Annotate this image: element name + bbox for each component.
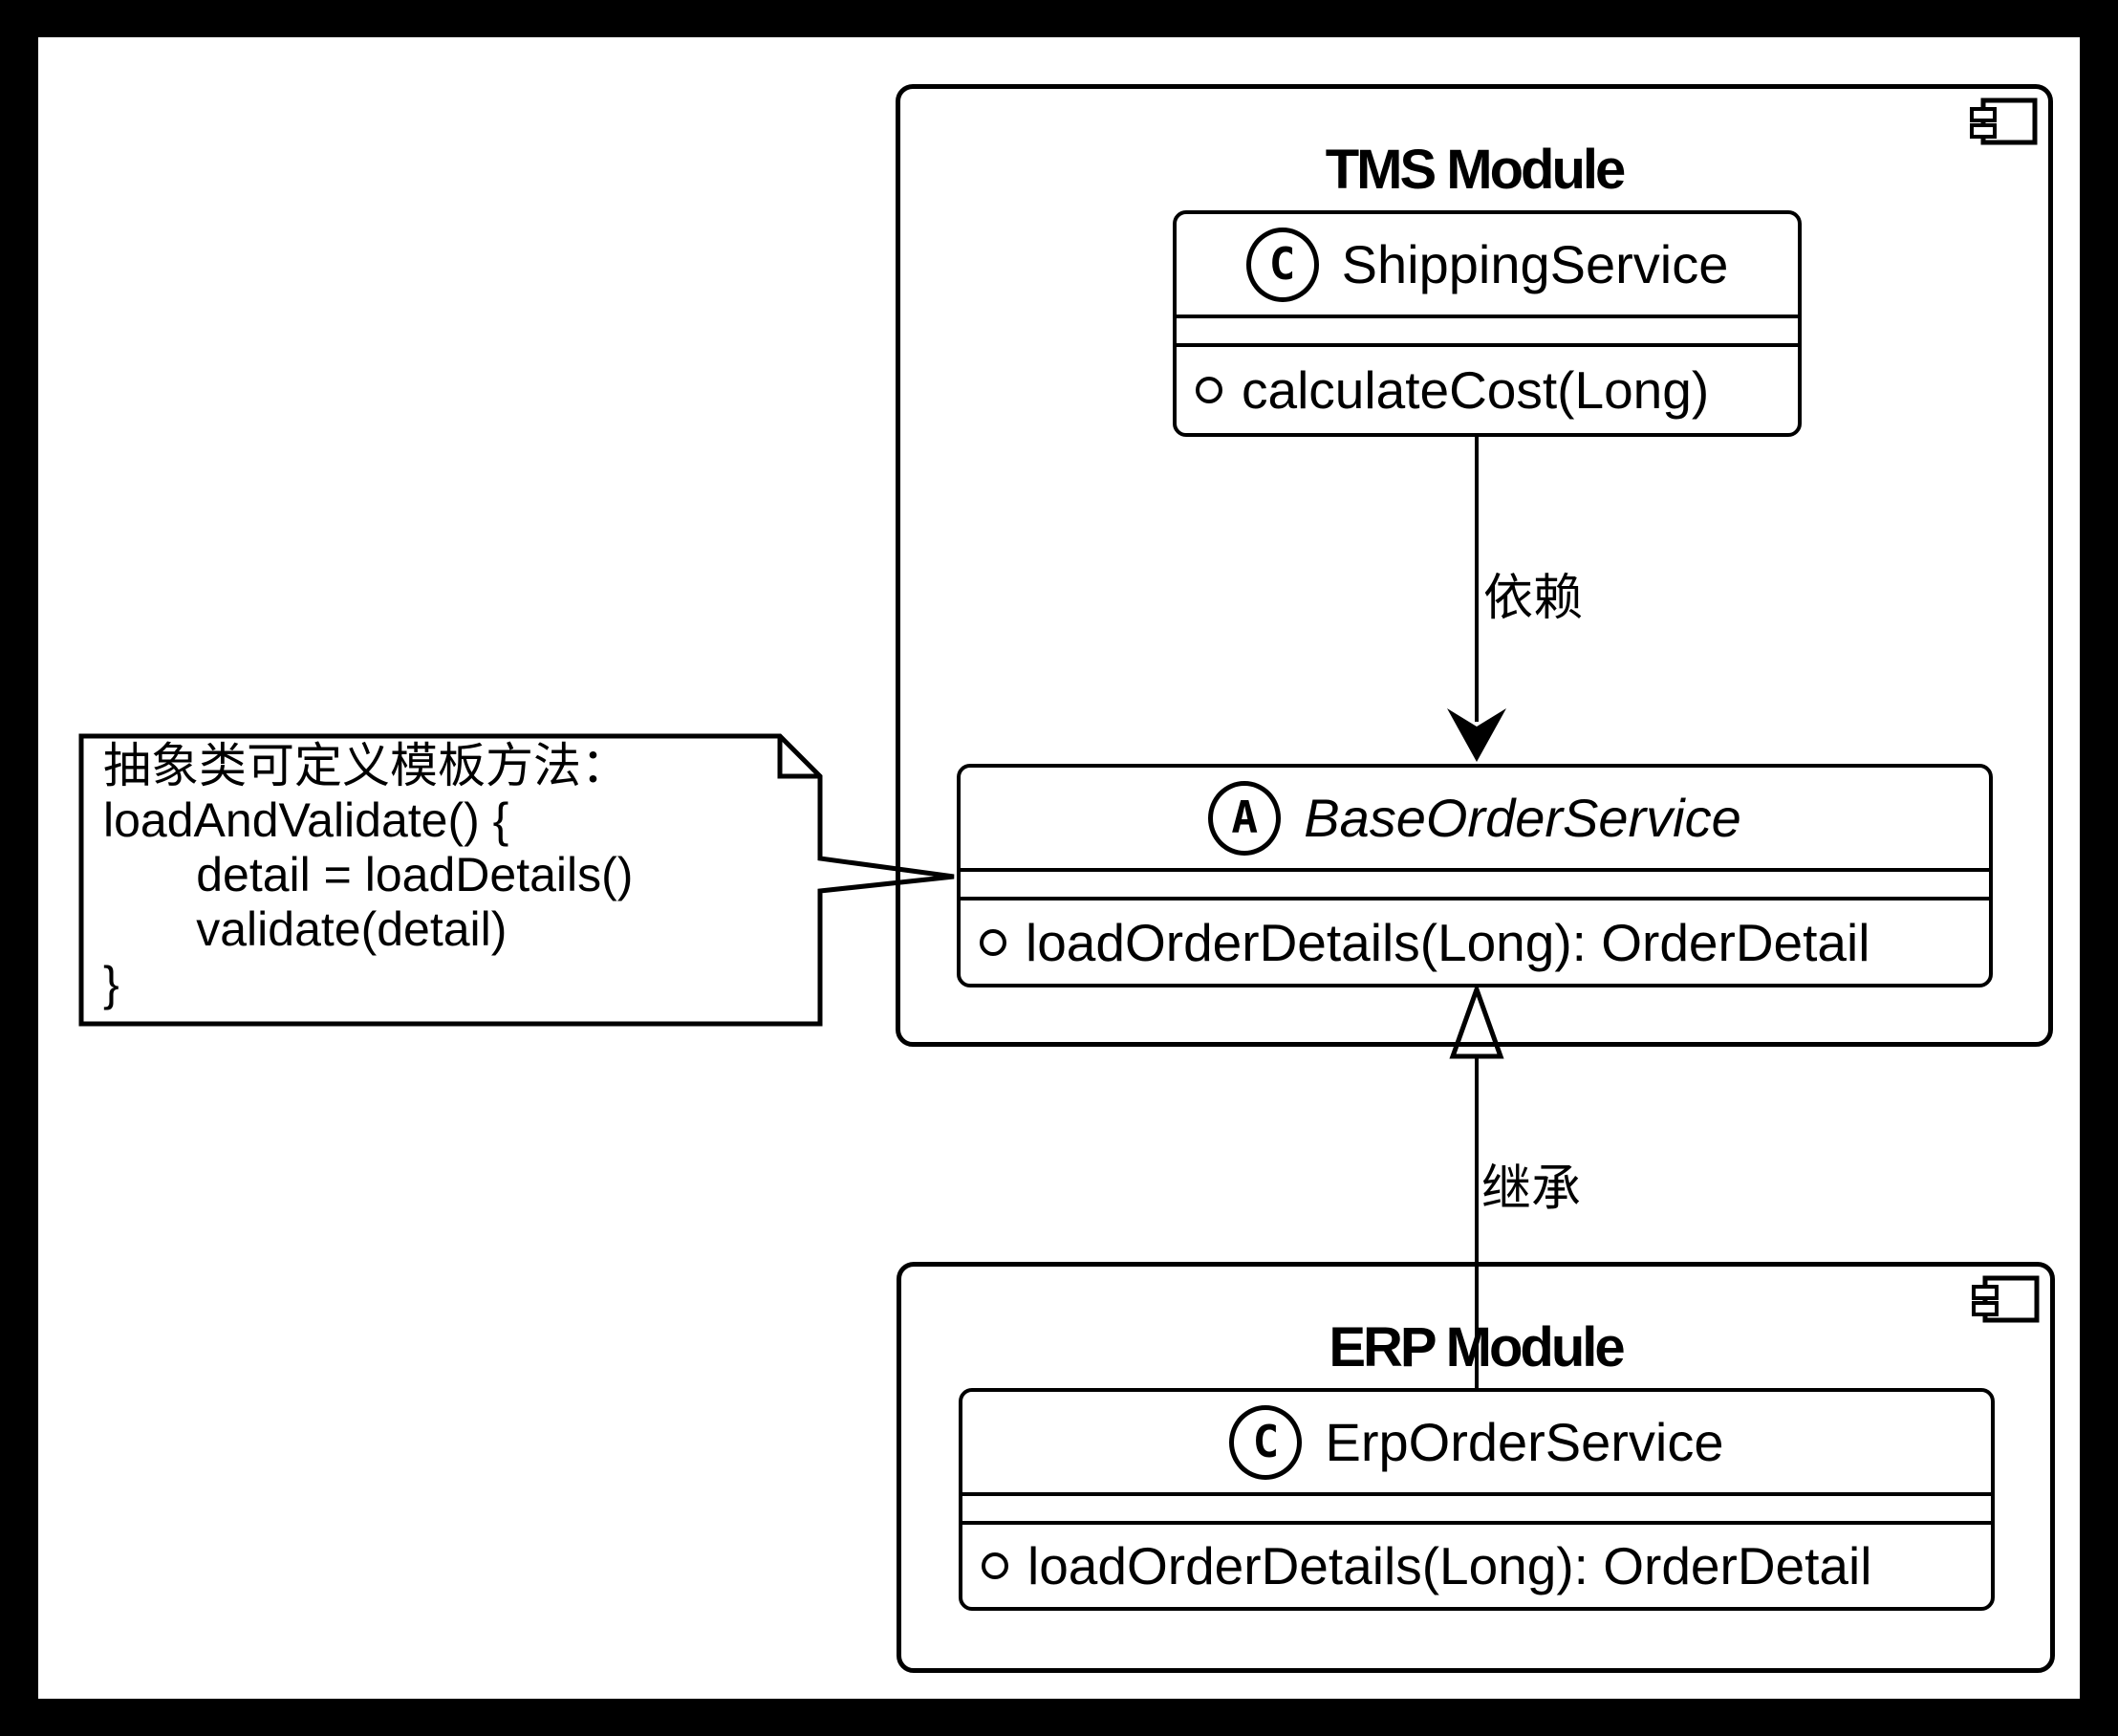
component-icon [1972,1275,2040,1323]
class-name: ShippingService [1341,234,1729,294]
module-erp-title: ERP Module [1329,1316,1625,1378]
component-icon [1970,98,2038,145]
public-method-icon [982,1552,1008,1579]
dependency-label: 依赖 [1483,571,1584,626]
empty-fields-section [1177,318,1798,347]
class-icon: C [1245,227,1319,302]
class-shippingservice: C ShippingService calculateCost(Long) [1173,210,1802,437]
empty-fields-section [962,1496,1991,1525]
dependency-arrowhead-icon [1447,708,1506,762]
method-label: calculateCost(Long) [1242,360,1710,420]
method-label: loadOrderDetails(Long): OrderDetail [1027,1536,1872,1595]
inheritance-label: 继承 [1481,1161,1582,1217]
abstract-class-icon: A [1208,780,1282,856]
class-erporderservice: C ErpOrderService loadOrderDetails(Long)… [959,1388,1995,1611]
method-row: loadOrderDetails(Long): OrderDetail [961,901,1989,984]
class-header: C ShippingService [1177,214,1798,318]
class-name: ErpOrderService [1325,1412,1724,1472]
public-method-icon [980,928,1006,956]
note-shape [78,733,955,1027]
note-line: loadAndValidate() { [103,793,509,847]
note-text: 抽象类可定义模板方法： loadAndValidate() { detail =… [103,739,633,1011]
note-fold-icon [777,736,820,779]
note-line: detail = loadDetails() [103,848,634,901]
empty-fields-section [961,872,1989,901]
note-line: 抽象类可定义模板方法： [103,739,629,792]
module-tms-title: TMS Module [1325,139,1627,201]
class-header: A BaseOrderService [961,768,1989,872]
note-line: validate(detail) [103,902,508,956]
class-icon: C [1229,1404,1303,1480]
method-row: loadOrderDetails(Long): OrderDetail [962,1525,1991,1607]
method-row: calculateCost(Long) [1177,347,1798,433]
class-header: C ErpOrderService [962,1392,1991,1496]
class-baseorderservice: A BaseOrderService loadOrderDetails(Long… [957,764,1993,987]
note-line: } [103,957,119,1010]
method-label: loadOrderDetails(Long): OrderDetail [1026,912,1870,972]
module-tms [896,84,2053,1047]
class-name: BaseOrderService [1304,788,1741,848]
module-erp [897,1262,2055,1673]
public-method-icon [1196,377,1222,403]
